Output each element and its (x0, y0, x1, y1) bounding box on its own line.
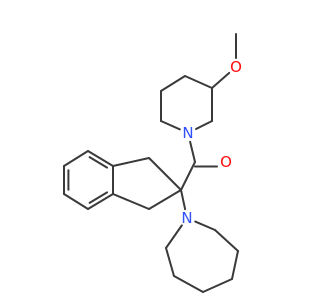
bond-C2i-C1i (148, 157, 182, 191)
bond-Bz1-Bz2 (63, 150, 89, 167)
bond-C5-C4 (160, 75, 186, 92)
atom-labels: O N O N (181, 58, 242, 227)
bond-N1-C6 (160, 120, 181, 131)
bond-P3-P4 (231, 250, 239, 280)
atom-label-o: O (230, 58, 242, 76)
bond-N1-Cc (189, 140, 196, 163)
bond-C7a-Bz1-aromatic (88, 156, 109, 169)
atom-label-n: N (182, 124, 193, 142)
bond-C2-N1 (195, 120, 213, 130)
molecule-canvas: O N O N (63, 33, 242, 293)
bond-C4-C3 (184, 75, 213, 89)
bonds (63, 33, 239, 293)
bond-Bz4-C3a-aromatic (88, 191, 109, 204)
bond-C2i-C3i (148, 189, 182, 210)
bond-P7-N_p (165, 224, 183, 249)
bond-P6-P7 (165, 247, 175, 277)
bond-N_p-P2 (194, 220, 216, 231)
bond-P4-P5 (202, 278, 233, 293)
bond-P2-P3 (214, 229, 239, 252)
bond-C2i-N_p (180, 189, 187, 211)
bond-C3i-C3a (112, 193, 150, 210)
molecule-structure: O N O N (63, 33, 242, 293)
bond-O_me-C3 (211, 71, 231, 89)
atom-label-o: O (220, 153, 232, 171)
bond-C1i-C7a (112, 157, 150, 167)
bond-C7a-Bz1 (87, 150, 114, 167)
bond-Bz4-C3a (87, 193, 114, 210)
bond-Bz3-Bz4 (63, 193, 89, 210)
atom-label-n: N (181, 209, 192, 227)
bond-Cc-C2i (180, 161, 196, 191)
bond-P5-P6 (173, 275, 204, 293)
